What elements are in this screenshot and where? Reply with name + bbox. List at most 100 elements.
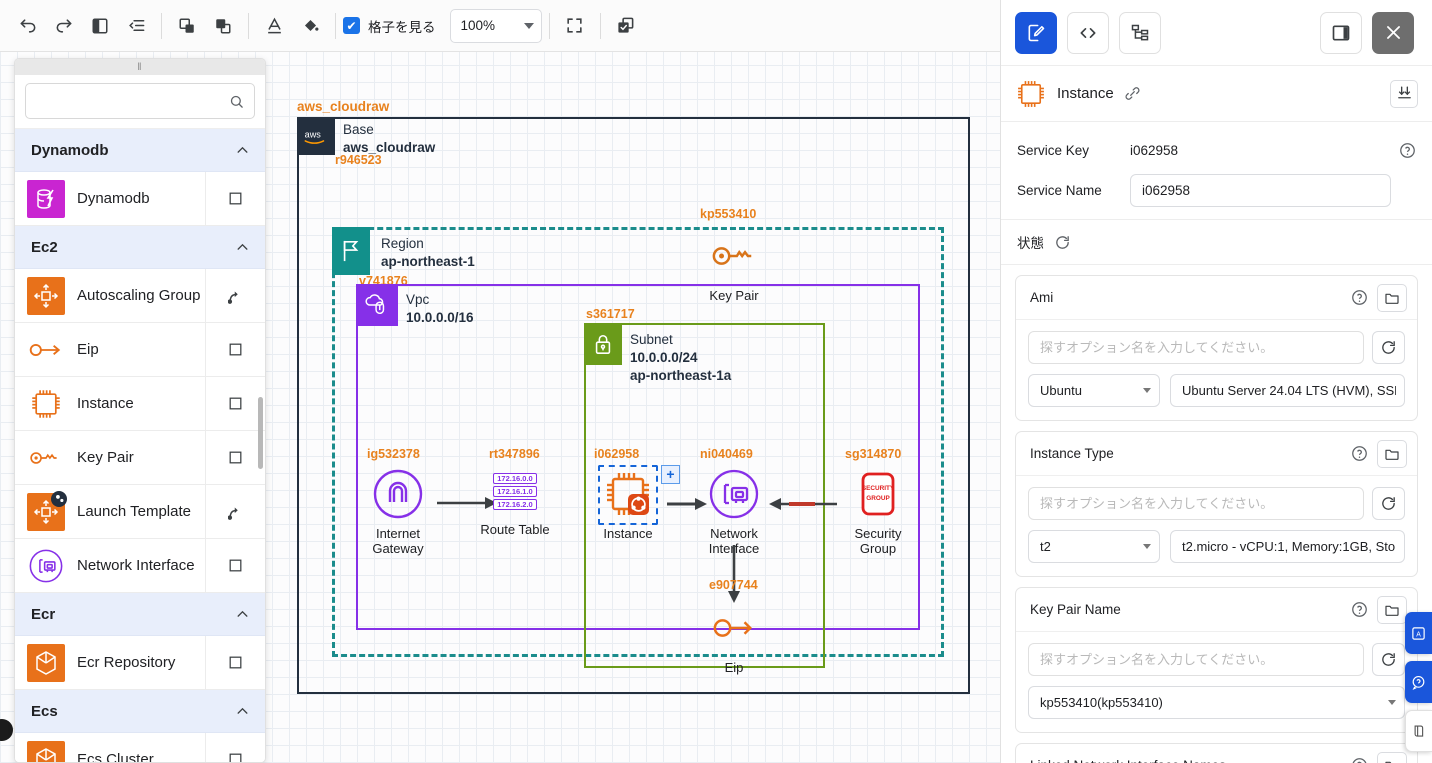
ai-assistant-button[interactable]: A [1405, 612, 1432, 654]
key-pair-select[interactable]: kp553410(kp553410) [1028, 686, 1405, 719]
ami-family-select[interactable]: Ubuntu [1028, 374, 1160, 407]
search-icon[interactable] [229, 94, 244, 109]
palette-drag-handle[interactable]: ‖ [15, 59, 265, 75]
palette-group-ec2[interactable]: Ec2 [15, 226, 265, 269]
component-palette: ‖ Dynamodb D [14, 58, 266, 763]
palette-item-eip[interactable]: Eip [15, 323, 265, 377]
palette-item-dynamodb[interactable]: Dynamodb [15, 172, 265, 226]
subnet-frame[interactable]: Subnet 10.0.0.0/24 ap-northeast-1a [584, 323, 825, 668]
card-header: Ami [1016, 276, 1417, 320]
ami-image-select[interactable]: Ubuntu Server 24.04 LTS (HVM), SSD V [1170, 374, 1405, 407]
link-button[interactable] [1124, 85, 1141, 102]
region-frame[interactable]: Region ap-northeast-1 v741876 [332, 227, 944, 657]
fullscreen-button[interactable] [557, 8, 593, 44]
refresh-icon[interactable] [1054, 234, 1071, 251]
instance-family-select[interactable]: t2 [1028, 530, 1160, 563]
node-instance[interactable]: Instance [580, 465, 676, 542]
palette-item-label: Eip [77, 341, 99, 358]
folder-button[interactable] [1377, 595, 1407, 624]
search-input[interactable] [36, 92, 229, 110]
node-security-group[interactable]: SECURITY GROUP Security Group [830, 465, 926, 557]
palette-search-box[interactable] [25, 83, 255, 119]
help-icon[interactable] [1351, 289, 1368, 306]
node-eip[interactable]: Eip [686, 599, 782, 676]
indent-button[interactable] [118, 8, 154, 44]
help-icon[interactable] [1351, 445, 1368, 462]
palette-scrollbar[interactable] [258, 397, 263, 469]
notes-button[interactable] [1405, 710, 1432, 752]
download-all-button[interactable] [1390, 79, 1418, 108]
option-search-input[interactable] [1028, 331, 1364, 364]
palette-item-action[interactable] [205, 539, 265, 592]
grid-checkbox[interactable]: ✔ [343, 17, 360, 34]
palette-item-autoscaling-group[interactable]: Autoscaling Group [15, 269, 265, 323]
tree-icon [1131, 24, 1149, 40]
text-color-button[interactable] [256, 8, 292, 44]
palette-list[interactable]: Dynamodb Dynamodb Ec2 [15, 128, 265, 763]
palette-item-instance[interactable]: Instance [15, 377, 265, 431]
palette-item-launch-template[interactable]: Launch Template [15, 485, 265, 539]
service-name-input[interactable] [1130, 174, 1391, 207]
palette-item-label: Ecs Cluster [77, 751, 154, 763]
redo-button[interactable] [46, 8, 82, 44]
folder-button[interactable] [1377, 751, 1407, 763]
node-route-table[interactable]: 172.16.0.0 172.16.1.0 172.16.2.0 Route T… [467, 463, 563, 538]
panel-body[interactable]: Service Key i062958 Service Name 状態 Ami [1001, 122, 1432, 763]
region-label: Region ap-northeast-1 [381, 235, 475, 271]
bring-forward-button[interactable] [169, 8, 205, 44]
node-network-interface[interactable]: Network Interface [686, 465, 782, 557]
palette-group-dynamodb[interactable]: Dynamodb [15, 129, 265, 172]
palette-item-action[interactable] [205, 269, 265, 322]
folder-button[interactable] [1377, 439, 1407, 468]
add-node-handle[interactable]: + [661, 465, 680, 484]
palette-item-action[interactable] [205, 485, 265, 538]
palette-item-ecr-repository[interactable]: Ecr Repository [15, 636, 265, 690]
vpc-frame[interactable]: Vpc 10.0.0.0/16 [356, 284, 920, 630]
node-label: Key Pair [709, 288, 759, 303]
diagram-canvas[interactable]: aws_cloudraw aws Base aws_cloudraw r9465… [0, 52, 1000, 763]
refresh-button[interactable] [1372, 643, 1405, 676]
palette-item-action[interactable] [205, 377, 265, 430]
properties-tab[interactable] [1015, 11, 1057, 54]
toggle-sidebar-button[interactable] [82, 8, 118, 44]
help-icon[interactable] [1351, 601, 1368, 618]
refresh-button[interactable] [1372, 331, 1405, 364]
palette-item-action[interactable] [205, 733, 265, 762]
undo-button[interactable] [10, 8, 46, 44]
square-icon [229, 192, 242, 205]
palette-item-ecs-cluster[interactable]: Ecs Cluster [15, 733, 265, 763]
node-key-pair[interactable]: Key Pair [686, 227, 782, 304]
palette-item-network-interface[interactable]: Network Interface [15, 539, 265, 593]
help-icon[interactable] [1351, 757, 1368, 763]
instance-size-select[interactable]: t2.micro - vCPU:1, Memory:1GB, Storag [1170, 530, 1405, 563]
tree-tab[interactable] [1119, 11, 1161, 54]
help-icon[interactable] [1399, 142, 1416, 159]
option-search-input[interactable] [1028, 487, 1364, 520]
canvas-corner-widget[interactable] [0, 719, 13, 741]
code-tab[interactable] [1067, 11, 1109, 54]
link-icon [1125, 87, 1140, 100]
palette-item-action[interactable] [205, 323, 265, 376]
node-internet-gateway[interactable]: Internet Gateway [350, 465, 446, 557]
layout-toggle-button[interactable] [1320, 11, 1362, 54]
selection-box[interactable] [598, 465, 658, 525]
refresh-button[interactable] [1372, 487, 1405, 520]
fill-color-button[interactable] [292, 8, 328, 44]
palette-item-action[interactable] [205, 431, 265, 484]
zoom-select[interactable]: 100% [449, 8, 542, 43]
folder-icon [1385, 449, 1399, 460]
palette-group-ecr[interactable]: Ecr [15, 593, 265, 636]
autoscaling-group-icon [27, 276, 65, 315]
connector-icon [228, 507, 238, 520]
base-frame[interactable]: aws Base aws_cloudraw r946523 [297, 117, 970, 694]
palette-item-action[interactable] [205, 636, 265, 689]
duplicate-button[interactable] [608, 8, 644, 44]
palette-item-key-pair[interactable]: Key Pair [15, 431, 265, 485]
send-backward-button[interactable] [205, 8, 241, 44]
close-panel-button[interactable] [1372, 11, 1414, 54]
option-search-input[interactable] [1028, 643, 1364, 676]
palette-item-action[interactable] [205, 172, 265, 225]
palette-group-ecs[interactable]: Ecs [15, 690, 265, 733]
chat-help-button[interactable] [1405, 661, 1432, 703]
folder-button[interactable] [1377, 283, 1407, 312]
